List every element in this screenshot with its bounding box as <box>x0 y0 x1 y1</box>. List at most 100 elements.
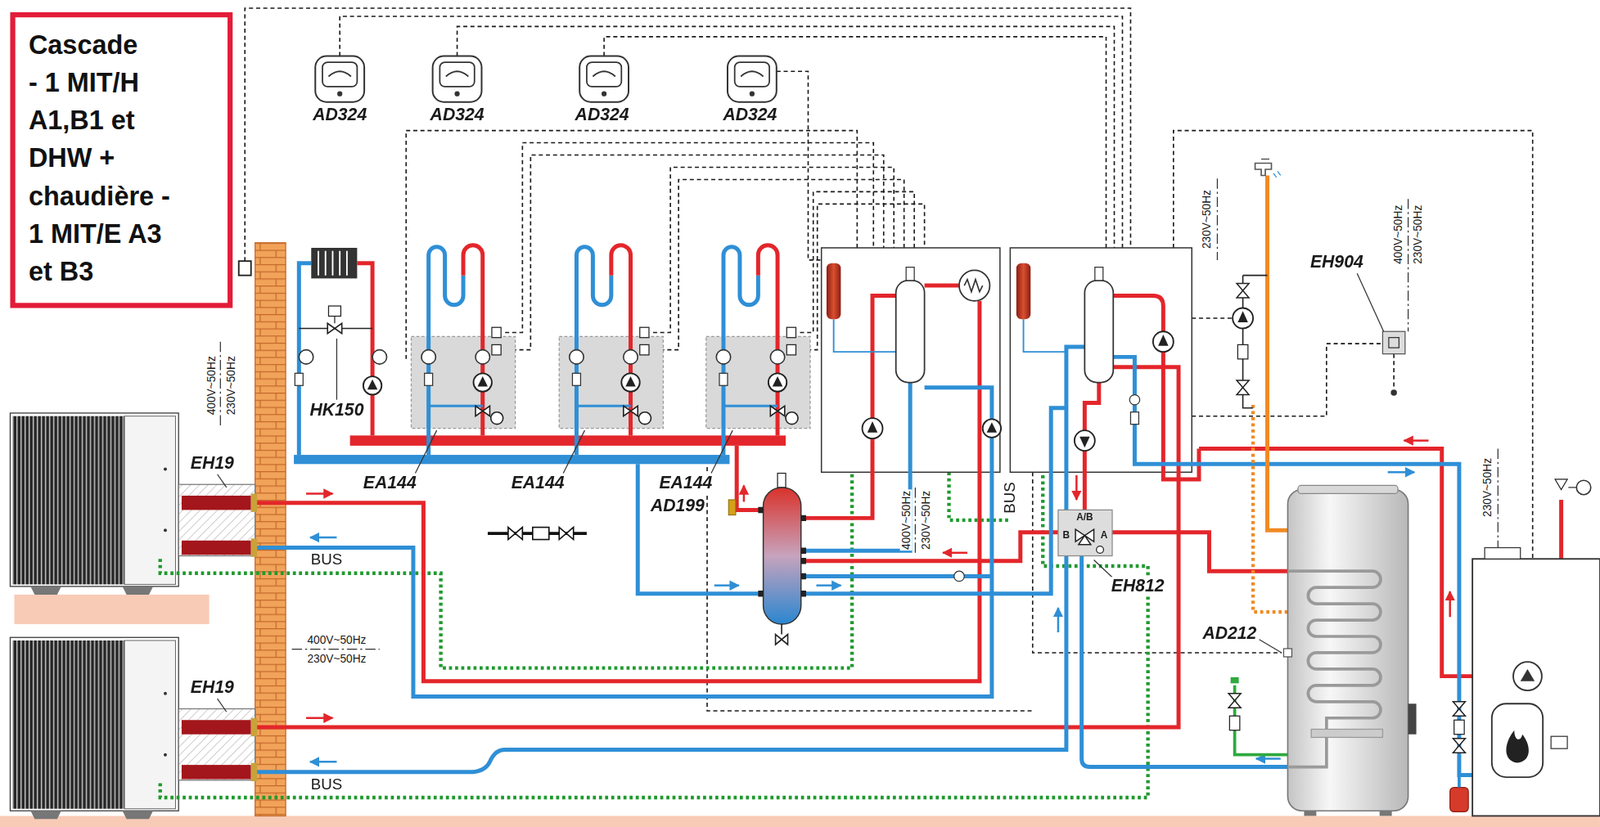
room-thermostat-part <box>337 91 343 97</box>
thin-pipe-part <box>1023 319 1067 352</box>
hot-water-tank-part <box>1311 729 1383 738</box>
module-internals-part <box>987 422 997 433</box>
voltage-label: 400V~50Hz <box>1392 203 1405 266</box>
hot-water-tank-part <box>1408 703 1417 735</box>
return-pipe-part <box>256 387 992 698</box>
outdoor-unit-part <box>181 540 252 555</box>
module-internals-part <box>862 418 884 439</box>
bus-label: BUS <box>310 551 344 569</box>
part-number: EH19 <box>189 679 236 699</box>
flow-pipe-part <box>924 283 960 289</box>
leader-line-part <box>414 430 437 474</box>
hydraulic-separator-part <box>777 473 786 488</box>
pipe-arrow-part <box>306 717 333 720</box>
power-line-part <box>914 487 916 557</box>
leader-line <box>217 273 1384 713</box>
mixing-circuit-part <box>491 344 501 355</box>
voltage-label: 230V~50Hz <box>919 490 932 552</box>
hydraulic-separator-part <box>728 500 736 516</box>
gas-line-part <box>558 527 573 541</box>
pipe-arrow-part <box>1075 475 1078 501</box>
radiator-circuit-part <box>298 350 313 365</box>
module-internals-part <box>1153 331 1174 352</box>
control-wire-part <box>457 26 1115 248</box>
power-line-part <box>1497 449 1499 557</box>
part-number: AD212 <box>1201 625 1258 645</box>
control-wire-part <box>504 143 874 334</box>
outdoor-unit-part <box>251 538 257 557</box>
part-number: EH812 <box>1110 576 1166 596</box>
radiator-circuit-part <box>310 247 357 279</box>
boiler <box>1450 479 1600 816</box>
mixing-circuit-part <box>473 373 492 392</box>
voltage-label: 400V~50Hz <box>306 633 368 646</box>
module-internals-part <box>954 571 965 582</box>
module-internals-part <box>1079 437 1090 449</box>
leader-line-part <box>336 338 338 401</box>
control-wire-part <box>339 16 1123 248</box>
voltage-label: 230V~50Hz <box>224 355 237 417</box>
return-pipe-part <box>637 464 763 594</box>
pipe-arrow-part <box>1256 757 1281 760</box>
boiler-part <box>1576 480 1591 495</box>
mixing-circuit <box>410 245 515 456</box>
mixing-circuit-part <box>491 412 504 425</box>
flow-pipe-part <box>801 296 897 519</box>
header-bar-part <box>293 455 730 465</box>
control-unit-part <box>1390 389 1397 396</box>
boiler-part <box>1550 736 1568 749</box>
title-heading: Cascade <box>28 26 187 64</box>
boiler-part <box>1457 777 1461 788</box>
hydraulic-separator-part <box>775 624 789 645</box>
module-internals-part <box>1095 267 1104 281</box>
diverter-valve <box>1058 509 1113 556</box>
hot-water-tank-part <box>1287 489 1408 812</box>
room-thermostat-part <box>322 62 357 87</box>
hydraulic-separator-part <box>757 509 807 594</box>
module-internals-part <box>1158 334 1168 347</box>
header-bar <box>293 435 786 465</box>
module-internals-part <box>1016 263 1031 320</box>
flow-pipe-part <box>1113 296 1199 480</box>
outdoor-unit-part <box>30 586 154 595</box>
leader-line-part <box>1259 640 1282 654</box>
outdoor-unit-part <box>251 493 257 512</box>
boiler-part <box>1452 702 1465 753</box>
module-internals-part <box>982 419 1001 438</box>
boiler-part <box>1472 558 1600 816</box>
mixing-circuit-part <box>428 247 464 456</box>
control-unit-part <box>1382 331 1405 354</box>
part-number: EA144 <box>509 473 565 493</box>
mixing-circuit <box>706 245 811 456</box>
room-thermostat <box>315 56 365 103</box>
mixing-circuit-part <box>475 350 490 365</box>
dhw-circuit-part <box>1234 685 1289 756</box>
part-number: EH19 <box>189 455 236 474</box>
diverter-valve-part <box>1075 529 1094 546</box>
pipe-arrow-part <box>815 584 841 586</box>
power-line-part <box>1216 178 1218 261</box>
room-thermostat-part <box>328 71 351 77</box>
pipe-arrow-part <box>1057 608 1060 633</box>
power-line-part <box>220 342 221 429</box>
flow-pipe-part <box>1112 532 1288 572</box>
control-wire-part <box>1032 472 1282 654</box>
boiler-part <box>1450 788 1469 813</box>
title-box: Cascade- 1 MIT/H A1,B1 et DHW + chaudièr… <box>9 12 233 309</box>
pipe-arrow-part <box>1448 591 1451 618</box>
outdoor-unit-part <box>163 528 167 532</box>
module-internals-part <box>1129 395 1140 406</box>
thin-pipe <box>833 319 1067 352</box>
boiler-part <box>1568 486 1577 488</box>
dhw-circuit-part <box>1230 677 1240 684</box>
dhw-circuit-part <box>1229 716 1240 731</box>
mixing-circuit-part <box>428 405 483 408</box>
bus-label: BUS <box>1001 481 1019 515</box>
hydraulic-separator-part <box>763 487 802 625</box>
gas-line-part <box>508 527 523 541</box>
module-internals-part <box>1074 430 1096 451</box>
port-letter: A <box>1100 530 1109 541</box>
room-thermostat <box>579 56 629 103</box>
outdoor-unit-part <box>9 413 179 587</box>
